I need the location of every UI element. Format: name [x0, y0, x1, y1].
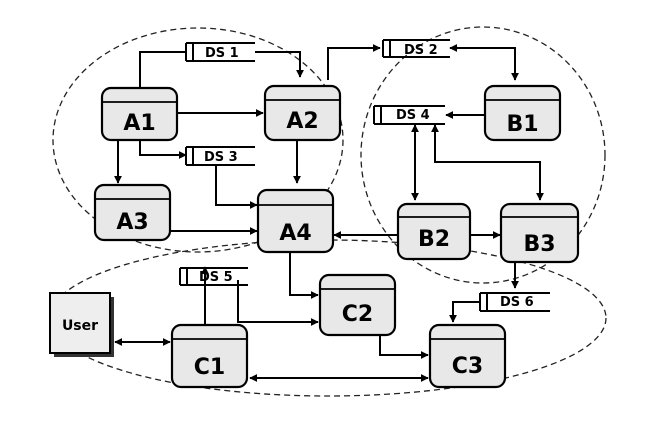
process-label: A1	[123, 111, 155, 136]
flow-a1-ds3	[139, 140, 187, 159]
process-label: A4	[279, 221, 311, 246]
process-label: B3	[523, 232, 555, 257]
data-store-ds2: DS 2	[382, 39, 450, 58]
process-c3: C3	[428, 323, 507, 389]
data-store-label: DS 1	[205, 46, 239, 61]
data-store-ds4: DS 4	[373, 105, 445, 125]
flow-ds1-a2	[255, 51, 304, 78]
flows	[114, 44, 544, 382]
flow-c2-c3	[379, 335, 429, 359]
process-a3: A3	[93, 183, 172, 242]
external-entity-user: User	[49, 292, 114, 357]
process-a2: A2	[263, 84, 342, 142]
process-b3: B3	[499, 202, 580, 264]
flow-a1-ds1	[139, 51, 187, 90]
flow-a4-c2	[289, 252, 319, 299]
data-store-ds3: DS 3	[185, 146, 255, 166]
process-label: B1	[506, 112, 538, 137]
data-store-ds5: DS 5	[179, 267, 248, 286]
data-store-label: DS 2	[404, 43, 438, 58]
region-b-boundary	[360, 26, 606, 284]
data-store-label: DS 5	[199, 270, 233, 285]
process-label: B2	[418, 227, 450, 252]
process-c2: C2	[318, 273, 397, 337]
data-store-ds1: DS 1	[185, 42, 255, 62]
external-entity-label: User	[62, 318, 98, 334]
data-store-label: DS 6	[500, 295, 534, 310]
data-store-label: DS 4	[396, 108, 430, 123]
flow-ds6-c3	[449, 301, 480, 323]
flow-ds4-b3	[431, 124, 544, 201]
data-store-ds6: DS 6	[479, 292, 550, 312]
flow-ds5-c2	[237, 280, 319, 326]
process-a1: A1	[100, 86, 179, 142]
process-c1: C1	[170, 323, 249, 389]
process-label: C2	[342, 302, 373, 327]
flow-a2-ds2	[327, 44, 381, 80]
data-store-label: DS 3	[204, 150, 238, 165]
process-label: A3	[116, 210, 148, 235]
process-label: C1	[194, 355, 225, 380]
region-a-boundary	[52, 27, 344, 253]
flow-ds2-b1	[449, 44, 519, 81]
process-b2: B2	[396, 202, 472, 261]
process-label: C3	[452, 354, 483, 379]
flow-ds3-a4	[215, 165, 258, 209]
process-a4: A4	[256, 188, 335, 254]
process-b1: B1	[483, 84, 562, 142]
process-label: A2	[286, 109, 318, 134]
